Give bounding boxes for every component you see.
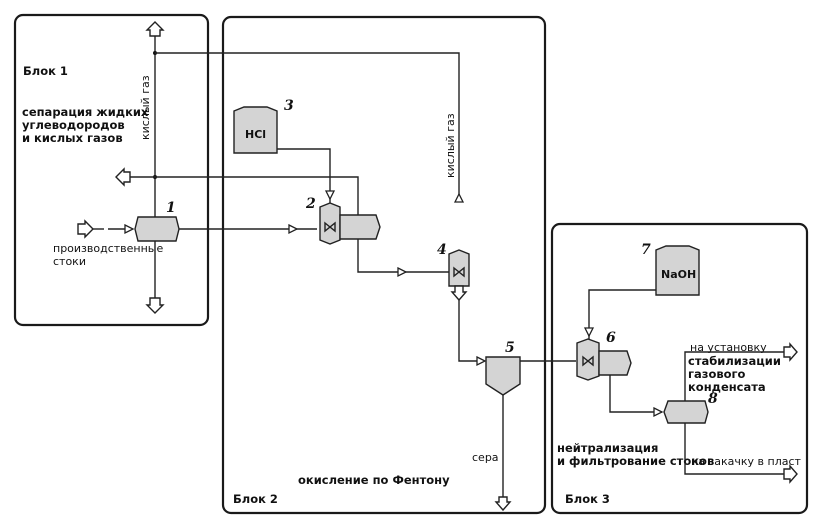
flow-arrow-icon [124, 223, 135, 235]
acid-gas-label-2: кислый газ [444, 113, 457, 178]
flow-arrow-icon [288, 223, 299, 235]
to-unit-line2: стабилизации [688, 354, 781, 368]
block-3-desc-line2: и фильтрование стоков [557, 454, 714, 468]
block-2-title: Блок 2 [233, 492, 278, 506]
equipment-5-settler [485, 356, 521, 396]
wastewater-label-line2: стоки [53, 255, 86, 268]
equipment-3-hcl-tank [233, 106, 278, 154]
line-to-stabilization [684, 351, 785, 401]
mixer-icon [453, 266, 465, 278]
flow-arrow-icon [324, 190, 336, 201]
acid-gas-return-line [155, 52, 460, 195]
acid-gas-label-1: кислый газ [139, 75, 152, 140]
line-to-injection [684, 423, 785, 475]
equipment-4-number: 4 [437, 242, 447, 258]
arrow-right-icon [783, 342, 798, 362]
flow-arrow-icon [653, 406, 664, 418]
arrow-right-icon [783, 464, 798, 484]
arrow-right-icon [77, 219, 94, 239]
equipment-3-number: 3 [284, 98, 294, 114]
line-6-to-8 [609, 375, 662, 413]
equipment-4-reactor [448, 249, 470, 287]
equipment-6-settler [598, 350, 632, 376]
to-injection-label: на закачку в пласт [691, 455, 802, 468]
to-unit-line3: газового [688, 367, 746, 381]
wastewater-label-line1: производственные [53, 242, 163, 255]
equipment-1-separator [134, 216, 180, 242]
block-1-desc-line1: сепарация жидких [22, 105, 149, 119]
arrow-down-icon [145, 297, 165, 314]
equipment-2-reactor [319, 202, 341, 245]
naoh-label: NaOH [661, 268, 696, 281]
block-1-desc-line3: и кислых газов [22, 131, 123, 145]
to-unit-label: на установку [690, 341, 767, 354]
block-2-desc: окисление по Фентону [298, 473, 450, 487]
flow-arrow-icon [476, 355, 487, 367]
equipment-2-settler [339, 214, 381, 240]
arrow-left-icon [115, 167, 131, 187]
block-1-frame [13, 13, 210, 327]
line-4-to-5 [458, 300, 478, 362]
equipment-8-number: 8 [708, 391, 718, 407]
to-unit-line4: конденсата [688, 380, 766, 394]
arrow-down-icon [494, 496, 512, 512]
equipment-7-naoh-tank [655, 245, 700, 296]
block-2-frame [221, 15, 547, 515]
gas-outlet-line [128, 176, 359, 215]
equipment-8-filter [663, 400, 709, 424]
equipment-5-number: 5 [505, 340, 515, 356]
block-1-title: Блок 1 [23, 64, 68, 78]
equipment-6-number: 6 [606, 330, 616, 346]
flow-arrow-icon [453, 192, 465, 203]
mixer-icon [582, 355, 594, 367]
sulfur-label: сера [472, 451, 499, 464]
line-2-to-4 [357, 239, 450, 273]
equipment-7-number: 7 [641, 242, 651, 258]
flow-arrow-icon [397, 266, 408, 278]
block-3-desc-line1: нейтрализация [557, 441, 658, 455]
block-3-title: Блок 3 [565, 492, 610, 506]
equipment-6-reactor [576, 338, 600, 381]
line-7-to-6 [588, 289, 656, 350]
equipment-1-number: 1 [166, 200, 176, 216]
flow-arrow-icon [583, 327, 595, 338]
block-3-frame [550, 222, 809, 515]
equipment-2-number: 2 [305, 196, 316, 212]
arrow-down-icon [450, 285, 468, 302]
arrow-up-icon [145, 21, 165, 37]
hcl-label: HCl [245, 128, 266, 141]
block-1-desc-line2: углеводородов [22, 118, 125, 132]
mixer-icon [324, 221, 336, 233]
